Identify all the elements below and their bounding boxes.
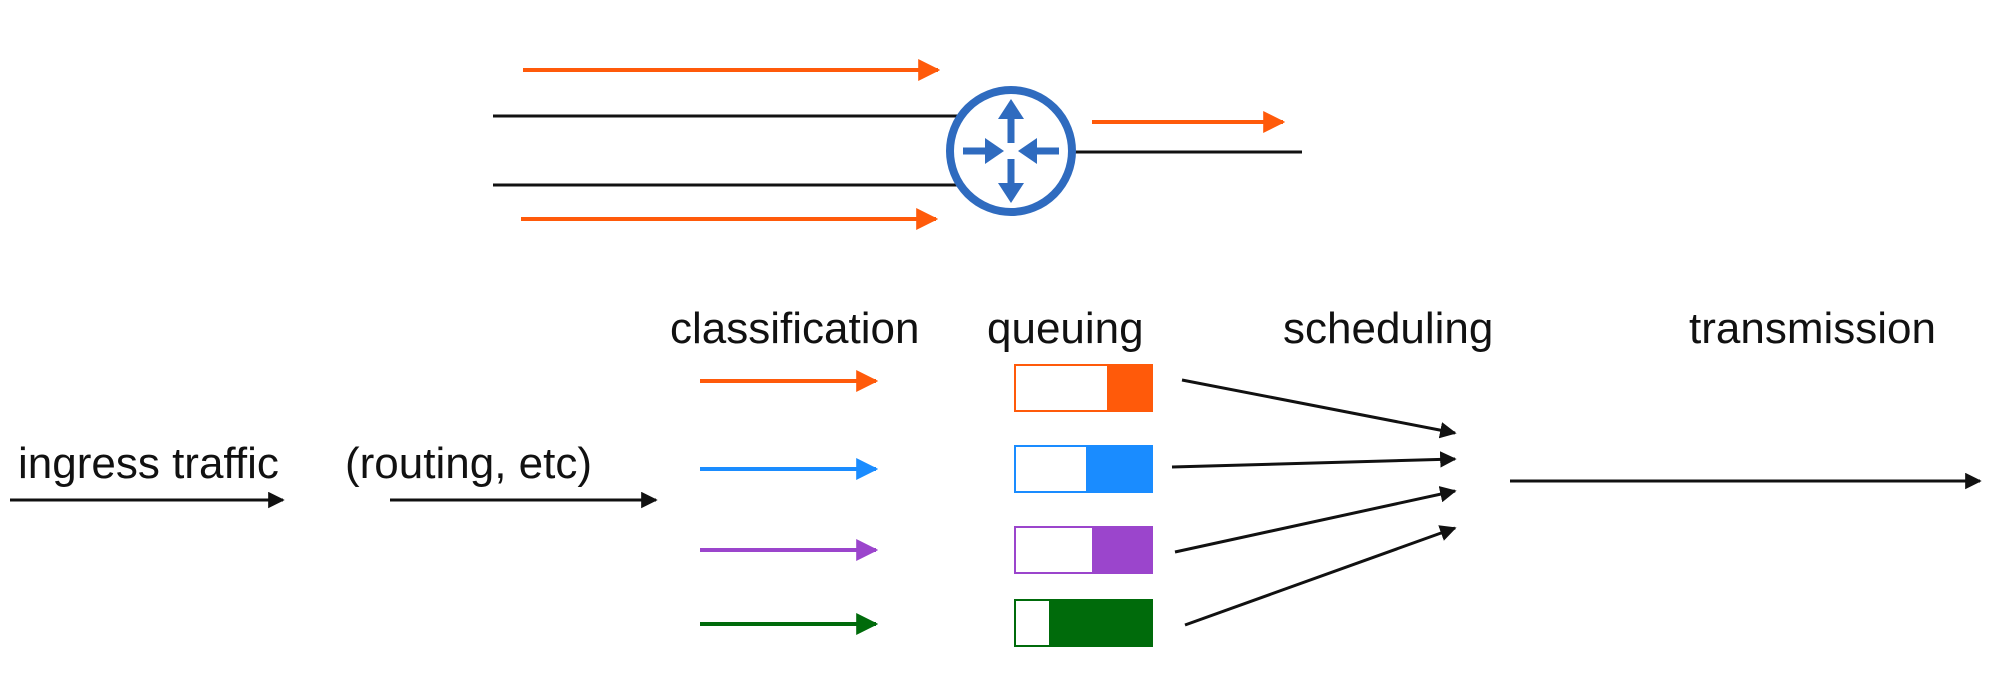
router-icon — [946, 86, 1076, 216]
classification-label: classification — [670, 304, 919, 353]
queue-fill-orange — [1107, 365, 1152, 411]
queue-fill-purple — [1092, 527, 1152, 573]
queues-group — [1014, 364, 1153, 647]
router-flows — [493, 59, 1302, 230]
routing-label: (routing, etc) — [345, 439, 592, 488]
schedule-arrow-blue — [1171, 451, 1457, 469]
schedule-arrow-purple — [1174, 486, 1457, 554]
schedule-arrow-green — [1184, 525, 1457, 627]
queue-fill-green — [1049, 600, 1152, 646]
queuing-label: queuing — [987, 304, 1144, 353]
schedule-arrow-orange — [1181, 378, 1457, 439]
ingress-traffic-label: ingress traffic — [18, 439, 279, 488]
queue-fill-blue — [1086, 446, 1152, 492]
transmission-label: transmission — [1689, 304, 1936, 353]
scheduling-label: scheduling — [1283, 304, 1493, 353]
